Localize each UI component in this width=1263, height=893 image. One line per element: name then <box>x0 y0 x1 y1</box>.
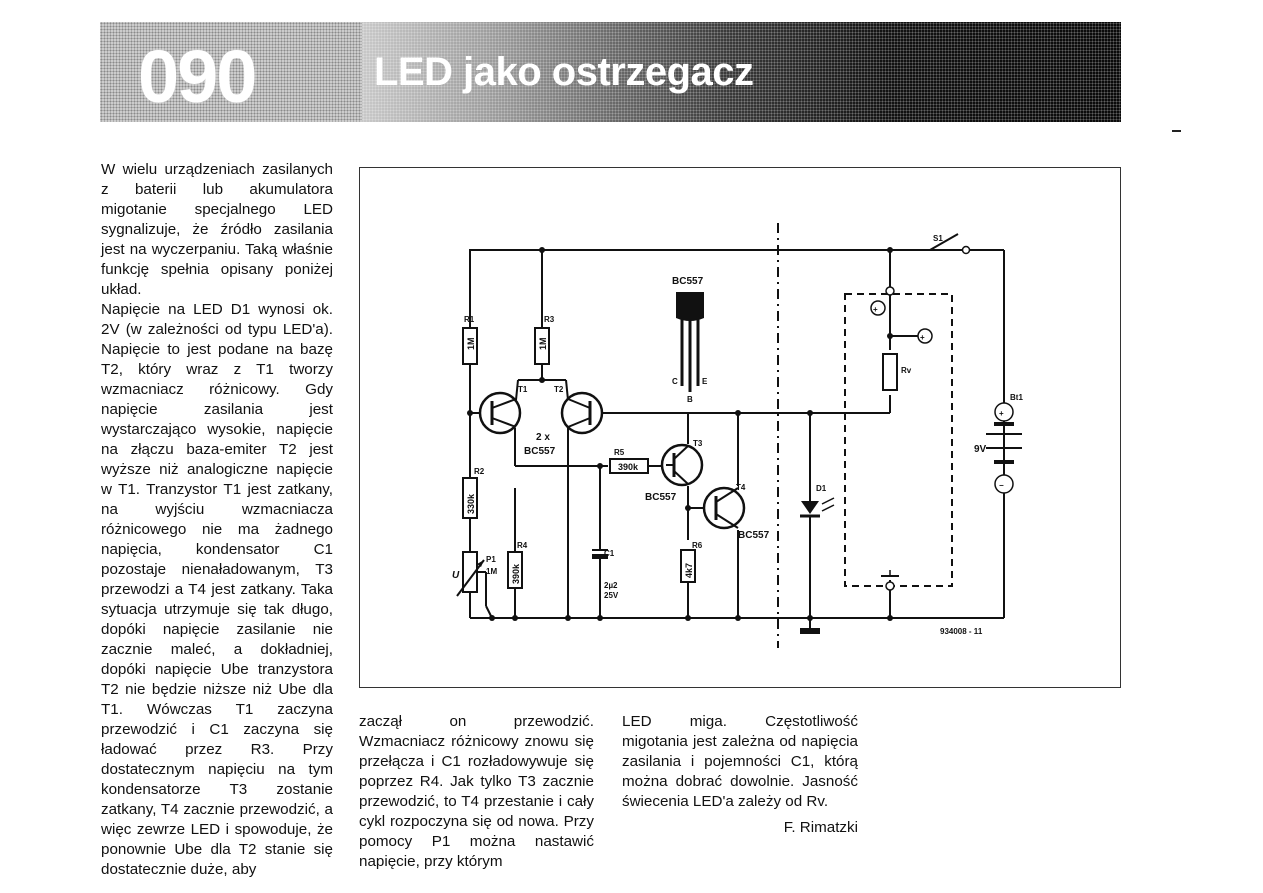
label-pair-qty: 2 x <box>536 432 550 443</box>
label-t3-type: BC557 <box>645 492 677 503</box>
label-r2: R2 <box>474 467 485 476</box>
value-r1: 1M <box>466 337 476 350</box>
paragraph-operation: Napięcie na LED D1 wynosi ok. 2V (w zale… <box>101 301 333 878</box>
label-r5: R5 <box>614 448 625 457</box>
component-labels: R1 1M R3 1M R2 330k R4 390k R5 390k R6 4… <box>452 234 1023 636</box>
label-bt1: Bt1 <box>1010 393 1023 402</box>
device-plus-1: + <box>873 305 878 314</box>
label-r4: R4 <box>517 541 528 550</box>
paragraph-intro: W wielu urządzeniach zasilanych z bateri… <box>101 161 333 298</box>
label-t4: T4 <box>736 483 746 492</box>
margin-mark <box>1172 130 1181 132</box>
label-t1: T1 <box>518 385 528 394</box>
circuit-diagram: BC557 C B E + + <box>359 167 1121 688</box>
label-s1: S1 <box>933 234 943 243</box>
value-c1-cap: 2µ2 <box>604 581 618 590</box>
value-r5: 390k <box>618 462 639 472</box>
label-r1: R1 <box>464 315 475 324</box>
pinout-e: E <box>702 377 708 386</box>
text-column-3: LED miga. Częstotliwość migotania jest z… <box>622 712 858 838</box>
title-banner: LED jako ostrzegacz <box>362 22 1121 122</box>
pinout-b: B <box>687 395 693 404</box>
led-d1 <box>800 488 835 528</box>
device-plus-2: + <box>920 333 925 342</box>
resistors <box>456 316 898 618</box>
paragraph-continuation: zaczął on przewodzić. Wzmacniacz różnico… <box>359 713 594 870</box>
battery-bt1: + − <box>986 402 1022 618</box>
ground-symbol <box>800 628 820 634</box>
schematic-svg: BC557 C B E + + <box>452 223 1023 648</box>
pinout-symbol: BC557 C B E <box>672 276 708 404</box>
figure-id: 934008 - 11 <box>940 627 983 636</box>
value-r2: 330k <box>466 493 476 514</box>
label-c1: C1 <box>604 549 615 558</box>
label-t3: T3 <box>693 439 703 448</box>
device-boundary: + + <box>844 286 953 591</box>
battery-plus: + <box>999 409 1004 418</box>
junctions <box>467 247 893 621</box>
banner-texture <box>362 22 1121 122</box>
wires <box>469 249 1005 630</box>
text-column-2: zaczął on przewodzić. Wzmacniacz różnico… <box>359 712 594 872</box>
pinout-title: BC557 <box>672 276 704 287</box>
pinout-c: C <box>672 377 678 386</box>
label-p1: P1 <box>486 555 496 564</box>
label-t4-type: BC557 <box>738 530 770 541</box>
value-r6: 4k7 <box>684 563 694 578</box>
value-p1: 1M <box>486 567 497 576</box>
transistors <box>478 391 746 530</box>
switch-s1 <box>890 233 1004 255</box>
label-r6: R6 <box>692 541 703 550</box>
article-title: LED jako ostrzegacz <box>374 50 754 94</box>
label-pair-type: BC557 <box>524 446 556 457</box>
value-r3: 1M <box>538 337 548 350</box>
label-u: U <box>452 570 460 581</box>
author-name: F. Rimatzki <box>783 819 858 836</box>
value-r4: 390k <box>511 563 521 584</box>
label-rv: Rv <box>901 366 912 375</box>
battery-minus: − <box>999 481 1004 490</box>
article-number: 090 <box>138 35 257 118</box>
label-t2: T2 <box>554 385 564 394</box>
article-number-banner: 090 <box>100 22 362 122</box>
label-d1: D1 <box>816 484 827 493</box>
text-column-1: W wielu urządzeniach zasilanych z bateri… <box>101 160 333 880</box>
capacitor-c1 <box>592 549 608 576</box>
label-r3: R3 <box>544 315 555 324</box>
value-c1-volt: 25V <box>604 591 619 600</box>
paragraph-conclusion: LED miga. Częstotliwość migotania jest z… <box>622 713 858 810</box>
label-battery-voltage: 9V <box>974 444 987 455</box>
